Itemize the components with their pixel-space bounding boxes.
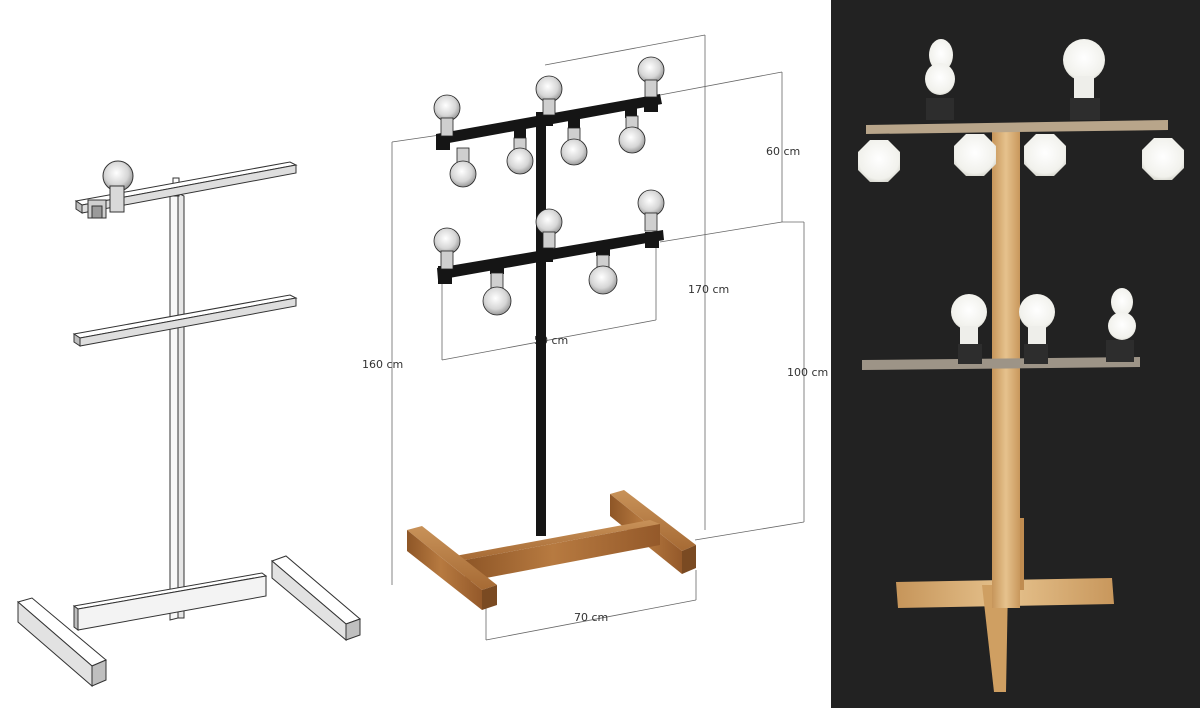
photo-panel bbox=[831, 0, 1200, 708]
overall-height-dimension: 170 cm bbox=[688, 283, 729, 296]
exploded-view-panel bbox=[16, 160, 361, 688]
upper-crossbar bbox=[74, 161, 298, 214]
steel-target-hang-5 bbox=[482, 272, 512, 316]
steel-target-top-1 bbox=[433, 94, 461, 137]
steel-target-hang-6 bbox=[588, 254, 618, 295]
steel-post bbox=[536, 112, 546, 536]
lower-crossbar bbox=[72, 294, 298, 347]
base-width-dimension: 70 cm bbox=[574, 611, 608, 624]
photo-lower-crossbar bbox=[862, 357, 1140, 370]
steel-target-hang-1 bbox=[449, 147, 477, 188]
photo-target-top-right bbox=[1063, 39, 1105, 120]
top-spacing-dimension: 60 cm bbox=[766, 145, 800, 158]
steel-targets bbox=[433, 56, 665, 316]
photo-upper-crossbar bbox=[866, 120, 1168, 134]
photo-target-lower-center bbox=[1019, 294, 1055, 364]
dimension-lines bbox=[391, 34, 805, 641]
photo-target-top-left bbox=[925, 39, 955, 120]
steel-target-mid-2 bbox=[535, 208, 563, 249]
photo-octagon-targets bbox=[858, 134, 1184, 182]
steel-target-top-2 bbox=[535, 75, 563, 116]
center-base-beam bbox=[72, 572, 268, 631]
steel-target-mid-3 bbox=[637, 189, 665, 232]
lower-height-dimension: 100 cm bbox=[787, 366, 828, 379]
vertical-post bbox=[169, 177, 185, 621]
steel-target-hang-3 bbox=[560, 127, 588, 166]
right-foot-beam bbox=[271, 555, 361, 642]
lower-steel-arm bbox=[437, 230, 664, 284]
photo-octagon-target-2 bbox=[954, 134, 996, 176]
left-height-dimension: 160 cm bbox=[362, 358, 403, 371]
photo-octagon-target-1 bbox=[858, 140, 900, 182]
steel-target-hang-4 bbox=[618, 115, 646, 154]
photo-standing-targets bbox=[925, 39, 1136, 364]
dimensioned-view-panel: 60 cm 170 cm 50 cm 160 cm 100 cm 70 cm bbox=[362, 34, 828, 641]
upper-steel-arm bbox=[436, 94, 662, 150]
photo-target-lower-left bbox=[951, 294, 987, 364]
upper-mount-bracket bbox=[87, 199, 107, 219]
photo-octagon-target-3 bbox=[1024, 134, 1066, 176]
photo-octagon-target-4 bbox=[1142, 138, 1184, 180]
upper-steel-target bbox=[102, 160, 134, 213]
steel-target-mid-1 bbox=[433, 227, 461, 270]
steel-target-hang-2 bbox=[506, 137, 534, 175]
left-foot-beam bbox=[16, 597, 107, 688]
wooden-base bbox=[407, 490, 696, 610]
steel-target-top-3 bbox=[637, 56, 665, 98]
photo-target-lower-right bbox=[1106, 288, 1136, 362]
